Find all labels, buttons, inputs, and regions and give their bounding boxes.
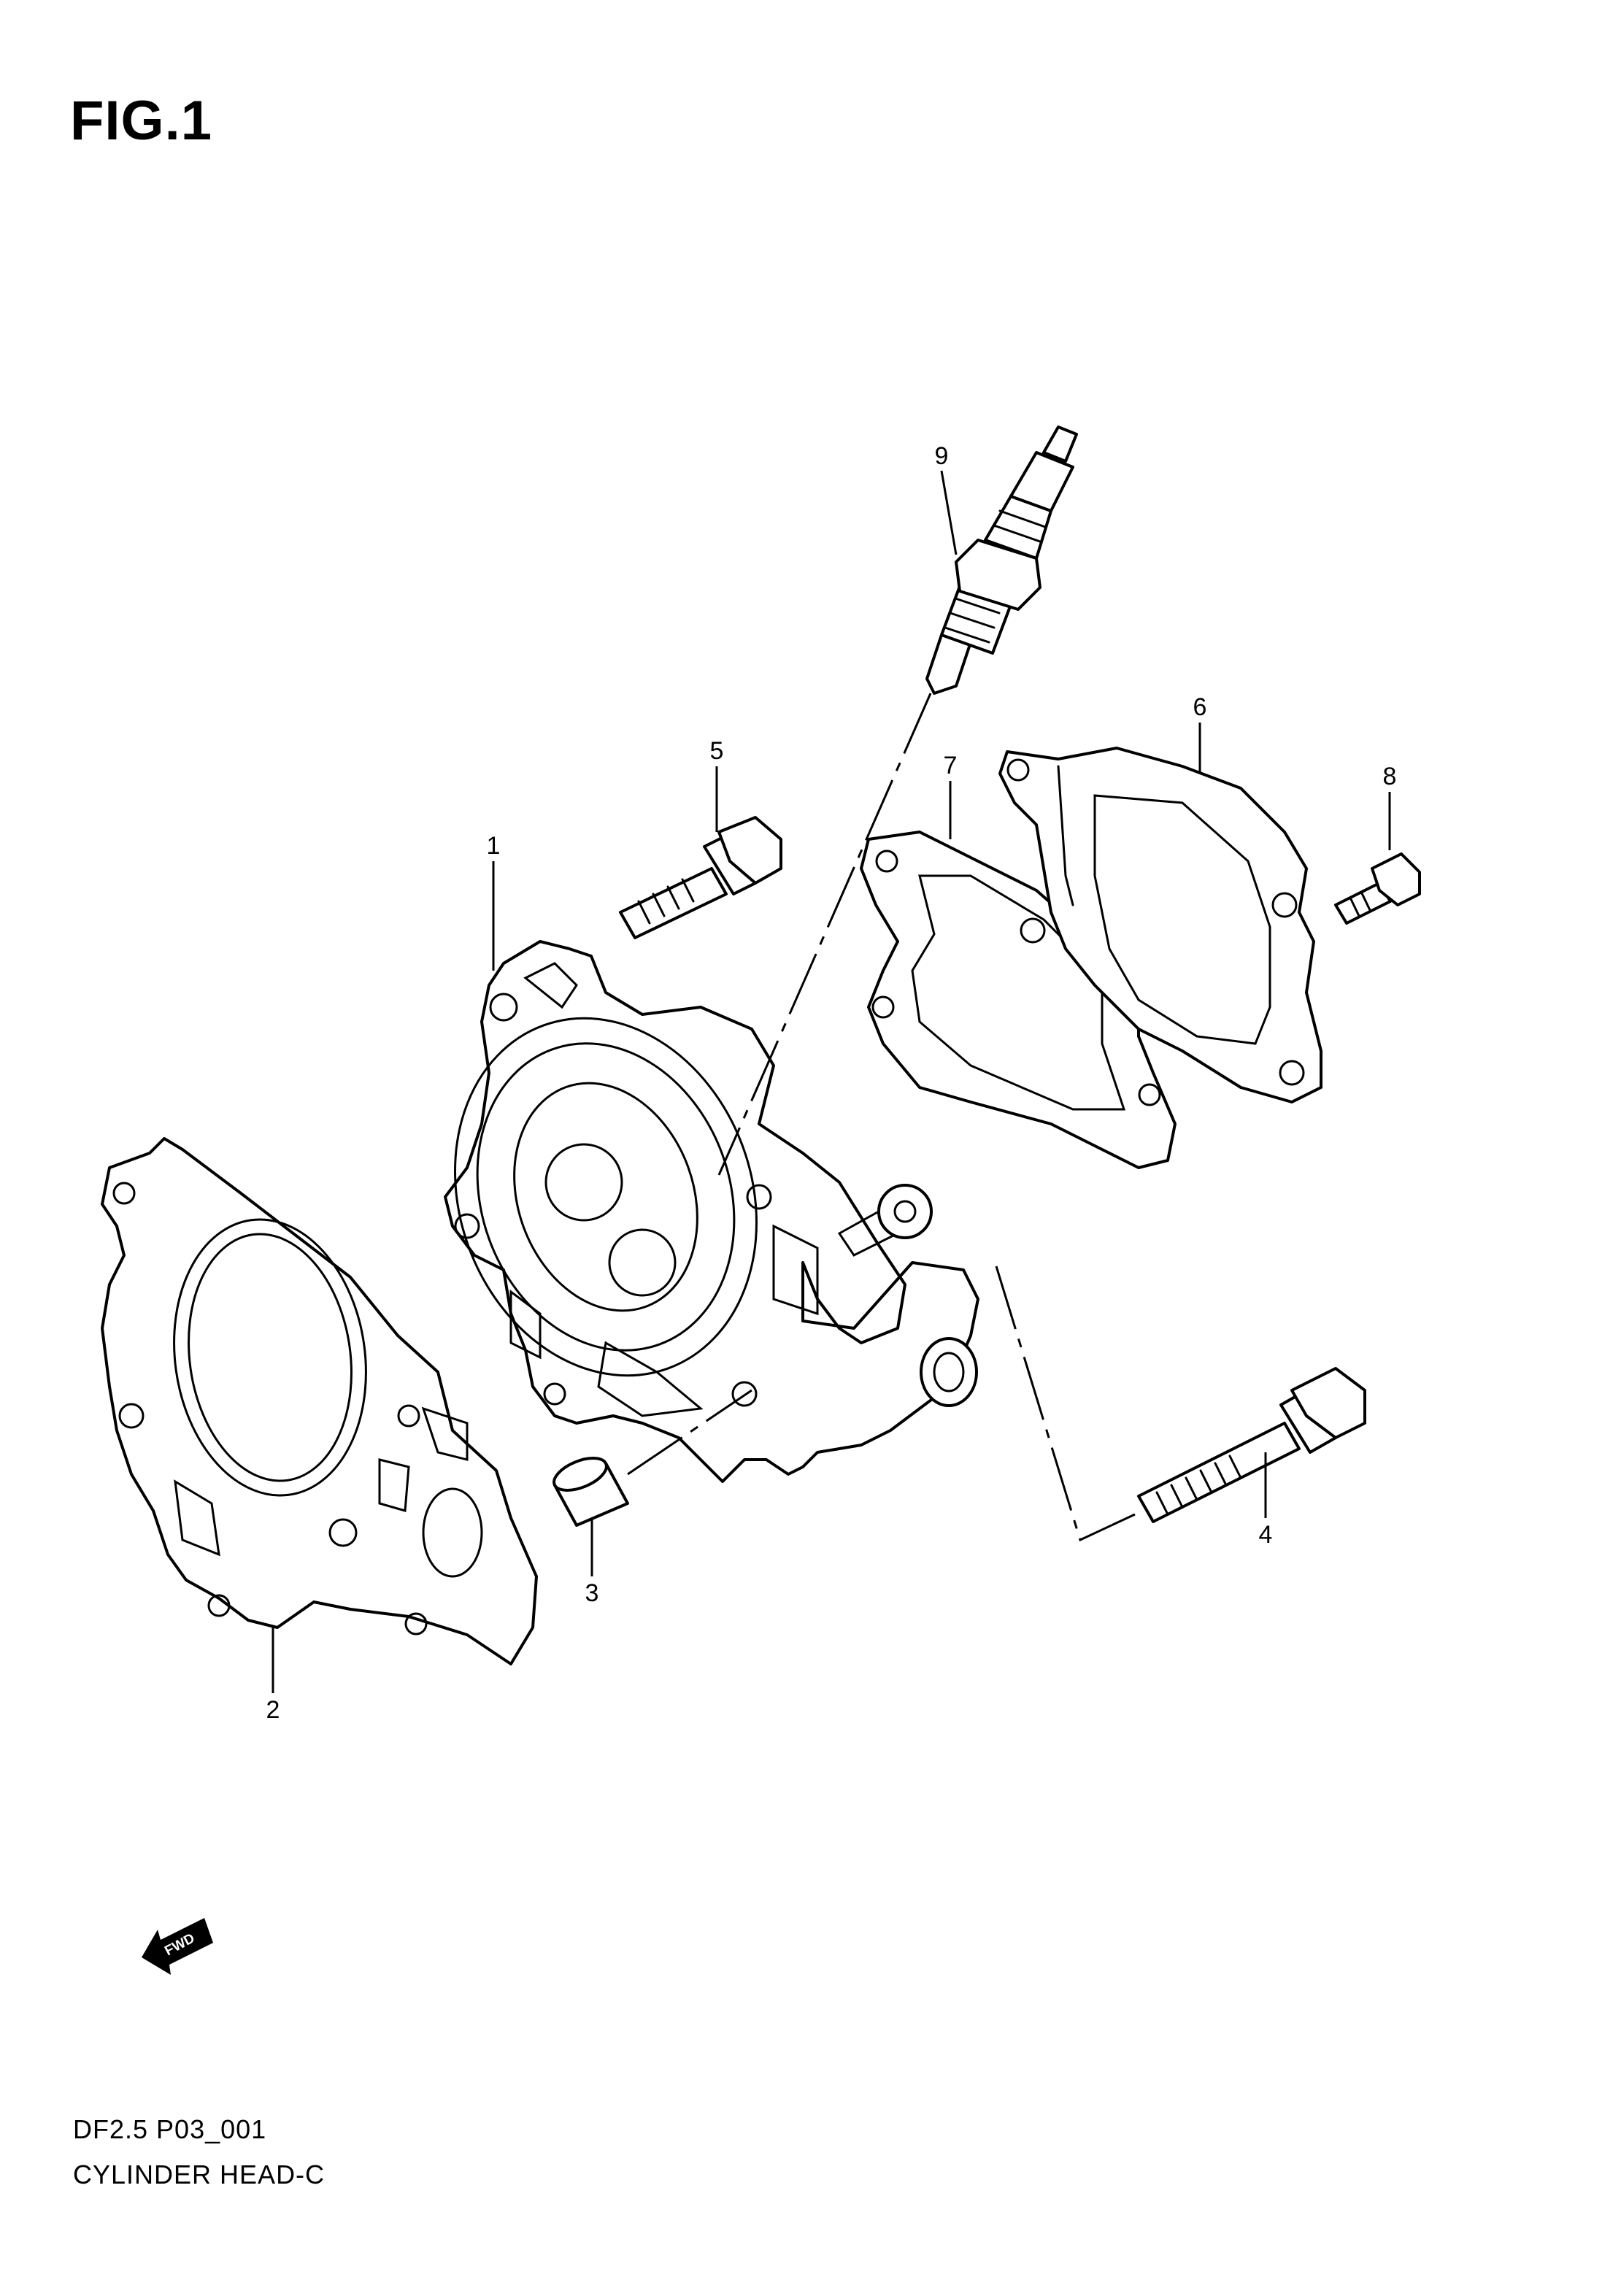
callout-8: 8: [1383, 763, 1397, 790]
callout-5: 5: [710, 737, 724, 765]
callout-6: 6: [1193, 693, 1207, 721]
diagram-code: DF2.5 P03_001: [73, 2114, 267, 2144]
callout-7: 7: [944, 752, 958, 779]
callout-1: 1: [487, 832, 501, 860]
callout-3: 3: [585, 1579, 599, 1607]
short-bolt-icon[interactable]: [1334, 852, 1421, 925]
long-bolt-icon[interactable]: [1137, 1367, 1366, 1523]
cylinder-head-icon[interactable]: [407, 940, 979, 1483]
cover-icon[interactable]: [998, 747, 1322, 1103]
figure-title: FIG.1: [70, 90, 213, 152]
forward-arrow-icon: FWD: [142, 1918, 213, 1975]
bolt-icon[interactable]: [619, 816, 782, 939]
spark-plug-icon[interactable]: [925, 425, 1078, 695]
callout-9: 9: [935, 442, 949, 470]
spark-plug-alignment-line: [717, 693, 932, 1176]
dowel-alignment-line: [627, 1389, 752, 1476]
diagram-name: CYLINDER HEAD-C: [73, 2160, 326, 2189]
head-gasket-icon[interactable]: [101, 1137, 538, 1665]
leader-line-9: [940, 470, 958, 555]
callout-2: 2: [266, 1696, 280, 1724]
callout-4: 4: [1259, 1521, 1273, 1549]
bolt-alignment-line: [995, 1266, 1136, 1542]
dowel-pin-icon[interactable]: [550, 1452, 629, 1527]
